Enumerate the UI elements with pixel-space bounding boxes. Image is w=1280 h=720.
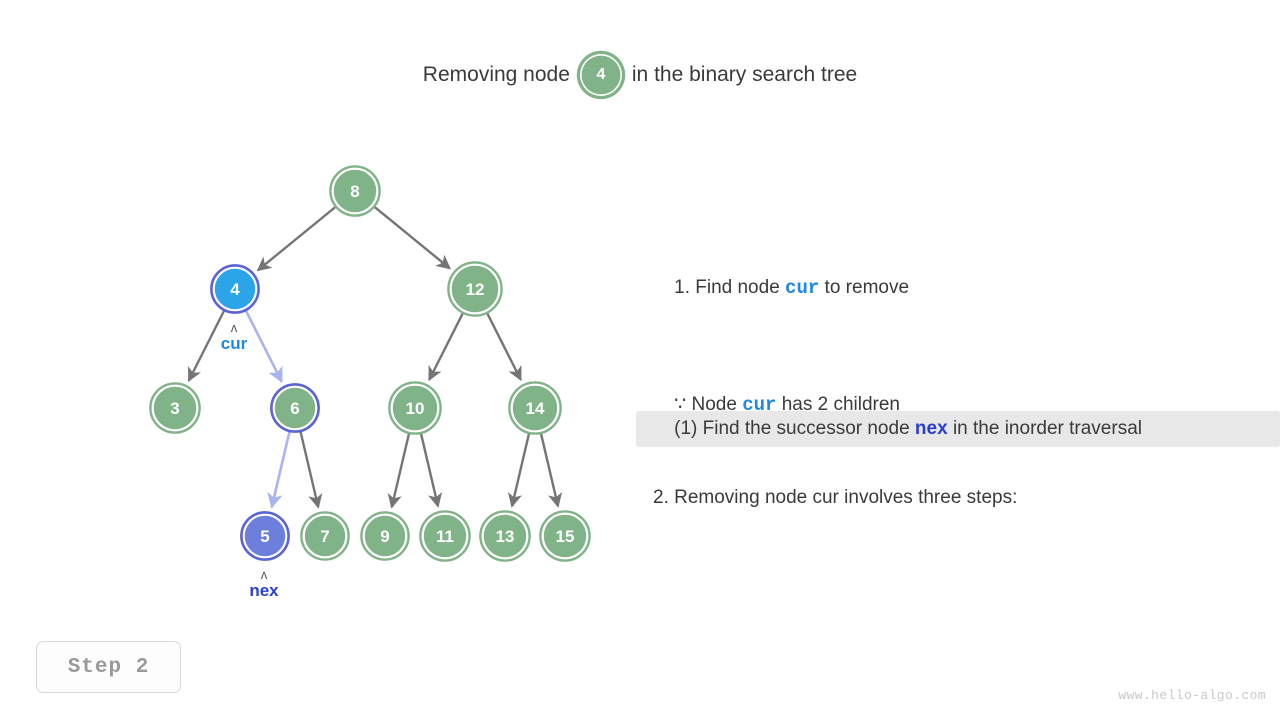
explanation-substep-1-text-b: in the inorder traversal [947,418,1142,439]
explanation-substep-1-highlight: (1) Find the successor node nex in the i… [636,411,1280,447]
explanation-step-1-text-a: 1. Find node [674,277,786,298]
step-indicator: Step 2 [36,641,181,693]
tree-node-11[interactable]: 11 [419,510,471,562]
pointer-label: cur [221,334,248,353]
title-node-badge: 4 [579,54,622,96]
tree-node-value: 15 [556,527,575,546]
keyword-nex: nex [914,418,948,439]
tree-node-value: 4 [230,280,240,299]
tree-node-5[interactable]: 5 [240,511,290,561]
tree-node-10[interactable]: 10 [388,381,442,435]
explanation-reason-text-b: has 2 children [776,394,900,415]
tree-edge [299,430,323,509]
tree-edge [256,205,337,272]
tree-node-8[interactable]: 8 [329,165,381,217]
explanation-reason-text-a: ∵ Node [674,394,743,415]
keyword-cur: cur [785,277,820,299]
tree-node-6[interactable]: 6 [270,383,320,433]
tree-node-15[interactable]: 15 [539,510,591,562]
tree-edge [244,309,283,384]
tree-edge [507,432,531,508]
caret-up-icon: ʌ [261,567,268,582]
page-title-prefix: Removing node [422,63,570,86]
pointer-label: nex [249,581,279,600]
tree-edges [187,205,563,509]
tree-node-7[interactable]: 7 [300,511,350,561]
tree-node-value: 10 [406,399,425,418]
tree-node-value: 7 [320,527,329,546]
tree-node-4[interactable]: 4 [210,264,260,314]
tree-node-value: 6 [290,399,299,418]
tree-node-value: 5 [260,527,269,546]
explanation-substep-1-text-a: (1) Find the successor node [674,418,915,439]
tree-node-value: 12 [466,280,485,299]
tree-edge [187,309,226,383]
tree-edge [539,432,563,508]
page-title-suffix: in the binary search tree [631,63,858,86]
page-title: Removing node 4 in the binary search tre… [0,54,1280,96]
tree-node-value: 11 [436,527,454,546]
tree-node-value: 8 [350,182,359,201]
explanation-substep-1: (1) Find the successor node nex in the i… [636,387,1142,471]
tree-edge [267,430,291,509]
tree-nodes: 8 4 12 3 6 10 14 5 7 9 11 13 15 [149,165,591,562]
tree-node-13[interactable]: 13 [479,510,531,562]
tree-node-14[interactable]: 14 [508,381,562,435]
tree-node-value: 3 [170,399,179,418]
tree-edge [428,312,465,382]
watermark: www.hello-algo.com [1118,688,1266,703]
tree-node-value: 14 [526,399,545,418]
tree-node-12[interactable]: 12 [447,261,503,317]
explanation-step-1: 1. Find node cur to remove [653,246,1280,330]
tree-edge [485,312,522,382]
tree-edge [419,432,443,508]
explanation-step-1-text-b: to remove [819,277,910,298]
explanation-panel: 1. Find node cur to remove ∵ Node cur ha… [653,246,1280,512]
tree-node-9[interactable]: 9 [360,511,410,561]
tree-edge [387,432,411,509]
tree-node-value: 13 [496,527,515,546]
caret-up-icon: ʌ [231,320,238,335]
tree-edge [373,205,451,270]
explanation-reason: ∵ Node cur has 2 children [653,363,1280,447]
keyword-cur: cur [742,394,777,416]
tree-node-value: 9 [380,527,389,546]
tree-node-3[interactable]: 3 [149,382,201,434]
explanation-step-2: 2. Removing node cur involves three step… [653,487,1018,508]
